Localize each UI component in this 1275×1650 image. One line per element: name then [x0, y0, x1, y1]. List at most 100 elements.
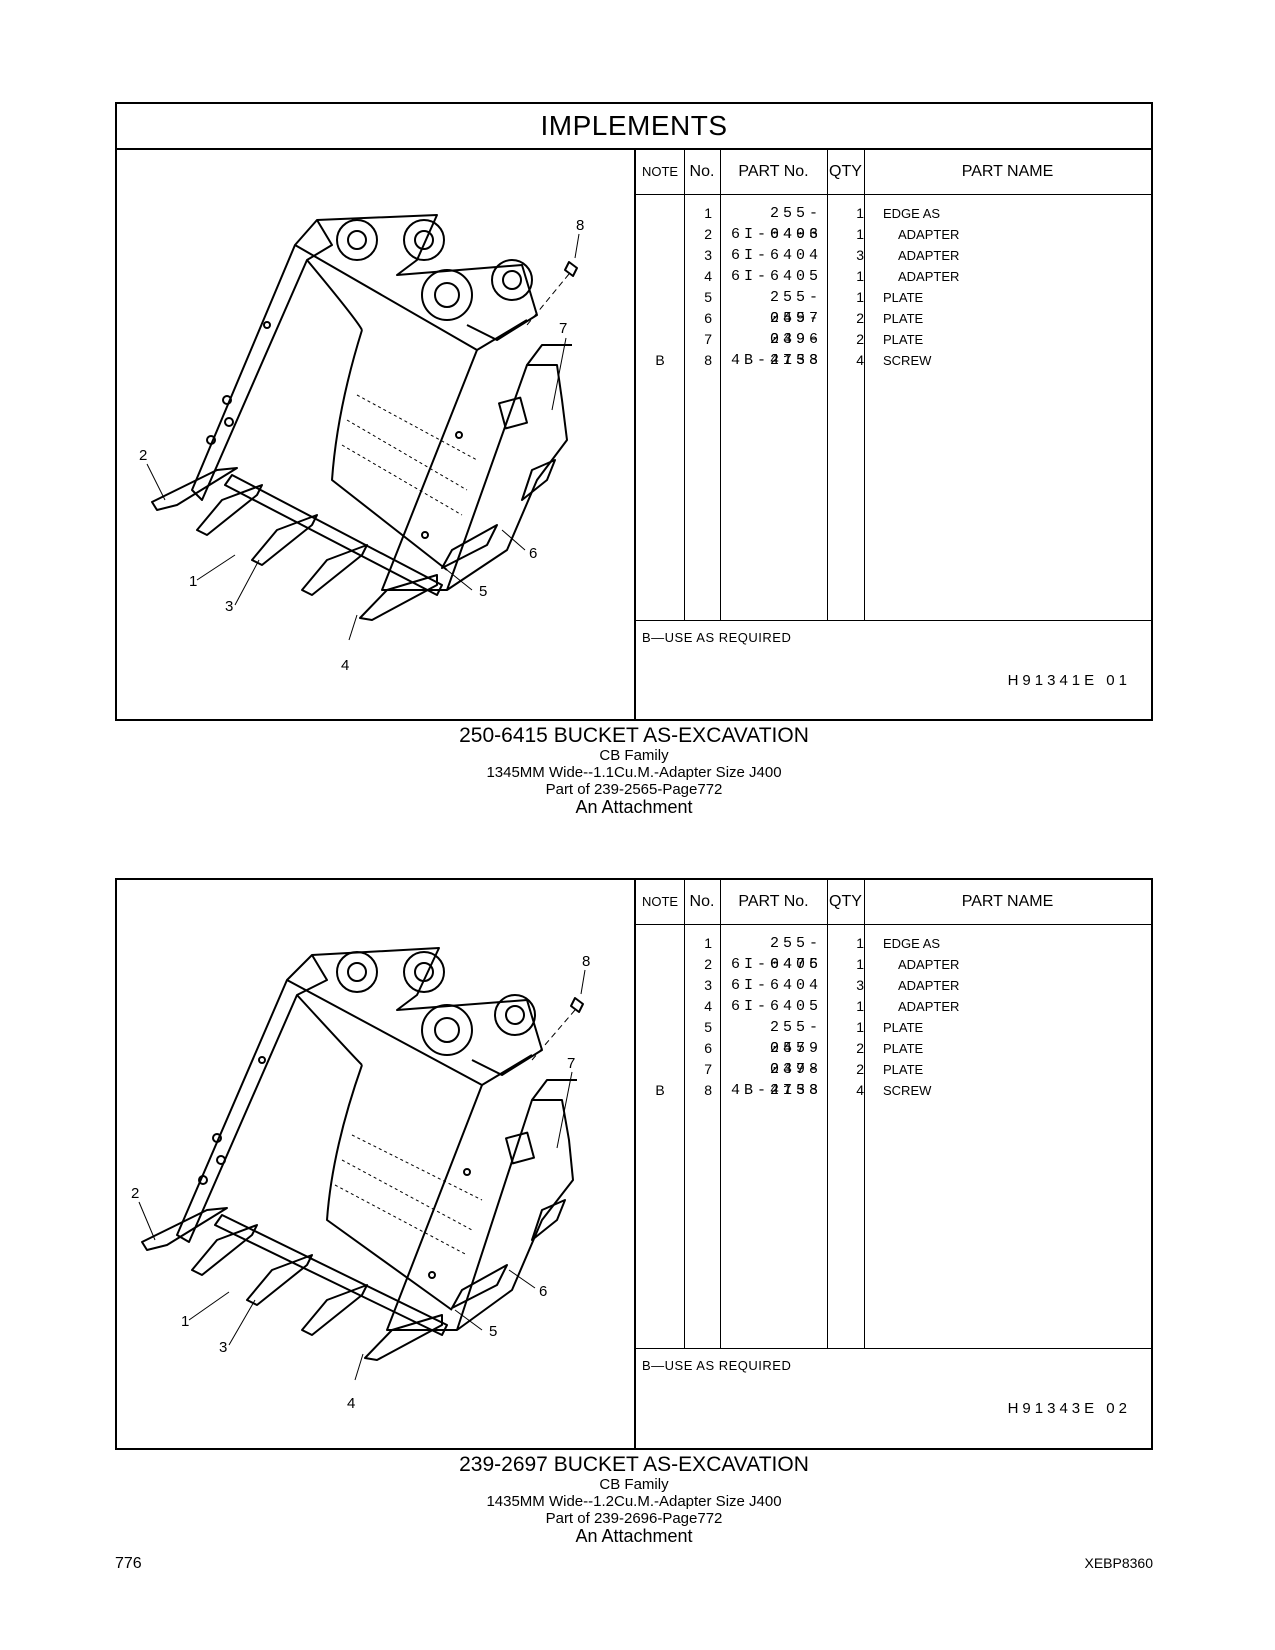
caption-part-of: Part of 239-2565-Page772: [545, 781, 723, 798]
col-note: NOTE: [641, 894, 679, 909]
col-part-no: PART No.: [738, 163, 809, 180]
tooth-3b: [246, 1254, 313, 1306]
wear-plate-6: [521, 459, 556, 501]
callout-6: 6: [529, 545, 537, 562]
left-side-plate: [176, 954, 328, 1243]
footnote: B—USE AS REQUIRED: [642, 630, 792, 645]
bucket-drawing-svg: 8 7 2 1 3 4 5 6: [131, 947, 590, 1412]
pin-boss-3: [421, 1004, 473, 1056]
tooth-4: [364, 1314, 443, 1361]
drawing-code: H91341E 01: [1007, 672, 1131, 689]
right-side-plate: [381, 349, 568, 591]
tooth-3a: [196, 484, 263, 536]
callout-2: 2: [139, 447, 147, 464]
tooth-3c: [301, 1284, 368, 1336]
tooth-4: [359, 574, 438, 621]
caption-2: 239-2697 BUCKET AS-EXCAVATION CB Family …: [115, 1453, 1153, 1546]
cat-logo-box: [498, 396, 528, 430]
caption-1: 250-6415 BUCKET AS-EXCAVATION CB Family …: [115, 724, 1153, 817]
caption-family: CB Family: [599, 1476, 669, 1493]
col-no: No.: [689, 893, 715, 910]
cutting-edge: [214, 1214, 448, 1336]
col-part-name: PART NAME: [961, 163, 1054, 180]
pin-boss-2: [403, 951, 445, 993]
caption-family: CB Family: [599, 747, 669, 764]
left-side-plate: [191, 219, 333, 501]
pin-boss-1: [336, 219, 378, 261]
screw-8: [564, 261, 578, 277]
right-side-plate: [386, 1084, 574, 1331]
callout-7: 7: [567, 1055, 575, 1072]
page-number: 776: [115, 1555, 142, 1572]
pin-boss-1: [336, 951, 378, 993]
pin-boss-2: [403, 219, 445, 261]
callout-1: 1: [189, 573, 197, 590]
screw-8: [570, 997, 584, 1013]
tooth-3c: [301, 544, 368, 596]
cutting-edge: [224, 474, 443, 596]
callout-3: 3: [225, 598, 233, 615]
parts-sheet-2: 8 7 2 1 3 4 5 6 NOTE No. PART No. QTY PA…: [115, 878, 1153, 1450]
parts-sheet-1: IMPLEMENTS: [115, 102, 1153, 721]
pin-boss-4: [491, 259, 533, 301]
caption-part-of: Part of 239-2696-Page772: [545, 1510, 723, 1527]
caption-attachment: An Attachment: [575, 797, 693, 817]
callout-2: 2: [131, 1185, 139, 1202]
col-part-no: PART No.: [738, 893, 809, 910]
callout-1: 1: [181, 1313, 189, 1330]
callout-6: 6: [539, 1283, 547, 1300]
wear-plate-5: [441, 524, 498, 569]
callout-7: 7: [559, 320, 567, 337]
caption-attachment: An Attachment: [575, 1526, 693, 1546]
col-part-name: PART NAME: [961, 893, 1054, 910]
tooth-2: [141, 1207, 228, 1251]
callout-4: 4: [347, 1395, 355, 1412]
caption-title: 250-6415 BUCKET AS-EXCAVATION: [459, 724, 809, 747]
wear-plate-6: [531, 1199, 566, 1241]
bucket-illustration: 8 7 2 1 3 4 5 6: [117, 150, 636, 721]
callout-8: 8: [576, 217, 584, 234]
caption-spec: 1345MM Wide--1.1Cu.M.-Adapter Size J400: [486, 764, 782, 781]
wear-plate-5: [451, 1264, 508, 1309]
footnote: B—USE AS REQUIRED: [642, 1358, 792, 1373]
document-id: XEBP8360: [1084, 1555, 1154, 1571]
tooth-3a: [191, 1224, 258, 1276]
col-qty: QTY: [829, 893, 862, 910]
col-qty: QTY: [829, 163, 862, 180]
callout-5: 5: [479, 583, 487, 600]
pin-boss-4: [494, 994, 536, 1036]
callout-8: 8: [582, 953, 590, 970]
bucket-illustration: 8 7 2 1 3 4 5 6: [117, 880, 636, 1448]
caption-title: 239-2697 BUCKET AS-EXCAVATION: [459, 1453, 809, 1476]
cat-logo-box: [505, 1131, 535, 1165]
bucket-drawing-svg: 8 7 2 1 3 4 5 6: [139, 214, 584, 674]
pin-boss-3: [421, 269, 473, 321]
tooth-2: [151, 467, 238, 511]
drawing-code: H91343E 02: [1007, 1400, 1131, 1417]
callout-5: 5: [489, 1323, 497, 1340]
section-title: IMPLEMENTS: [117, 104, 1151, 150]
caption-spec: 1435MM Wide--1.2Cu.M.-Adapter Size J400: [486, 1493, 782, 1510]
callout-3: 3: [219, 1339, 227, 1356]
tooth-3b: [251, 514, 318, 566]
callout-4: 4: [341, 657, 349, 674]
col-no: No.: [689, 163, 715, 180]
